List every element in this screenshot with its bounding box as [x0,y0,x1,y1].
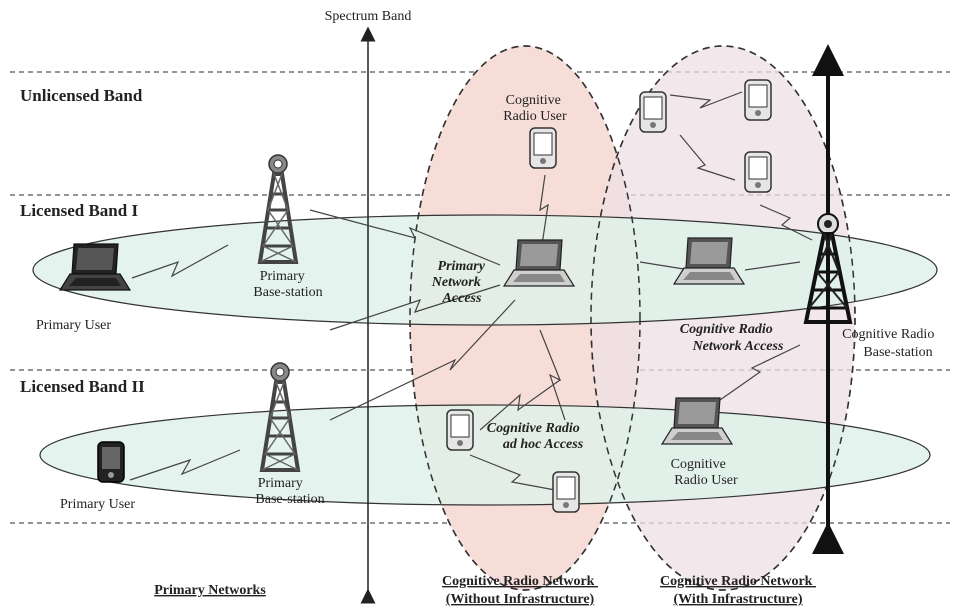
wireless-links [129,91,813,491]
primary-base-station-label-band1: Primary Base-station [253,269,322,300]
primary-user-label-band2: Primary User [60,497,135,512]
cr-infra-pda-3 [744,151,772,193]
cr-infra-pda-1 [639,91,667,133]
cr-user-top-label: Cognitive Radio User [503,93,567,124]
primary-network-access-label: Primary Network Access [431,259,489,306]
crn-without-infrastructure-footer: Cognitive Radio Network (Without Infrast… [442,574,598,607]
licensed-band-2-network [39,404,931,506]
licensed-band-1-label: Licensed Band I [20,201,138,220]
cr-adhoc-access-label: Cognitive Radio ad hoc Access [487,421,584,452]
cr-adhoc-pda-1 [446,409,474,451]
cr-user-bottom-label: Cognitive Radio User [671,457,738,488]
cr-adhoc-pda-2 [552,471,580,513]
primary-networks-footer: Primary Networks [154,583,266,598]
primary-user-label-band1: Primary User [36,318,111,333]
cr-user-top-pda [529,127,557,169]
cr-base-station-label: Cognitive Radio Base-station [842,327,938,360]
spectrum-axis-title: Spectrum Band [325,9,412,24]
cr-infra-pda-2 [744,79,772,121]
primary-user-phone-band2 [97,441,125,483]
licensed-band-2-label: Licensed Band II [20,377,145,396]
unlicensed-band-label: Unlicensed Band [20,86,143,105]
primary-base-station-label-band2: Primary Base-station [255,476,324,507]
cr-network-access-label: Cognitive Radio Network Access [680,322,784,354]
crn-with-infrastructure-footer: Cognitive Radio Network (With Infrastruc… [660,574,816,607]
primary-base-station-band1 [258,153,298,264]
